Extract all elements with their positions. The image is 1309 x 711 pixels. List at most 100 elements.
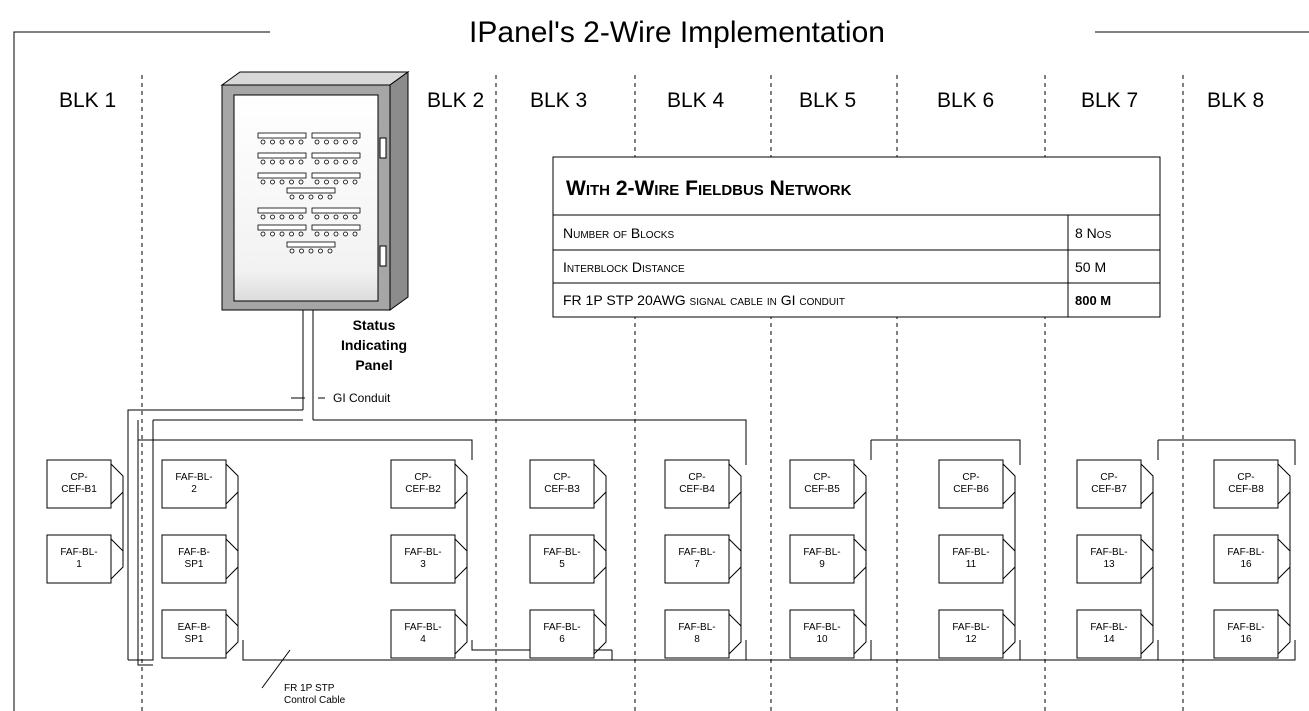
device-label: 8 bbox=[694, 634, 700, 645]
device-label: CP- bbox=[1100, 472, 1117, 483]
panel-name-line: Indicating bbox=[341, 337, 407, 353]
device-label: 3 bbox=[420, 559, 426, 570]
field-device: FAF-BL-16 bbox=[1213, 609, 1291, 659]
device-label: FAF-B- bbox=[178, 547, 210, 558]
field-device: FAF-BL-8 bbox=[664, 609, 742, 659]
terminal-strip bbox=[286, 187, 336, 200]
device-box bbox=[1213, 534, 1279, 584]
outer-frame bbox=[13, 31, 1309, 711]
device-label: FAF-BL- bbox=[1090, 547, 1127, 558]
terminal-strip bbox=[257, 132, 307, 145]
field-device: FAF-BL-7 bbox=[664, 534, 742, 584]
device-label: FAF-BL- bbox=[404, 547, 441, 558]
panel-name-line: Status bbox=[353, 317, 396, 333]
device-box bbox=[1076, 459, 1142, 509]
device-box bbox=[161, 459, 227, 509]
device-label: 4 bbox=[420, 634, 426, 645]
wiring bbox=[127, 310, 1296, 689]
status-indicating-panel bbox=[220, 71, 410, 311]
device-label: CEF-B1 bbox=[61, 484, 97, 495]
device-box bbox=[390, 534, 456, 584]
device-label: SP1 bbox=[185, 634, 204, 645]
device-label: 1 bbox=[76, 559, 82, 570]
device-label: CP- bbox=[1237, 472, 1254, 483]
device-box bbox=[390, 609, 456, 659]
device-label: FAF-BL- bbox=[543, 547, 580, 558]
terminal-strip bbox=[257, 207, 307, 220]
conduit-label: GI Conduit bbox=[333, 391, 391, 405]
device-box bbox=[390, 459, 456, 509]
field-device: FAF-BL-3 bbox=[390, 534, 468, 584]
device-label: 5 bbox=[559, 559, 565, 570]
field-device: FAF-BL-13 bbox=[1076, 534, 1154, 584]
device-box bbox=[46, 459, 112, 509]
block-label: BLK 4 bbox=[667, 89, 725, 112]
device-label: CP- bbox=[414, 472, 431, 483]
field-device: FAF-BL-12 bbox=[938, 609, 1016, 659]
table-row-value: 800 M bbox=[1075, 293, 1111, 308]
field-device: CP-CEF-B4 bbox=[664, 459, 742, 509]
field-device: FAF-BL-2 bbox=[161, 459, 239, 509]
control-cable-label: Control Cable bbox=[284, 695, 346, 706]
device-box bbox=[529, 534, 595, 584]
device-label: FAF-BL- bbox=[1227, 622, 1264, 633]
device-label: 9 bbox=[819, 559, 825, 570]
device-label: CEF-B4 bbox=[679, 484, 715, 495]
field-devices: CP-CEF-B1FAF-BL-1FAF-BL-2FAF-B-SP1EAF-B-… bbox=[46, 459, 1291, 659]
device-label: CP- bbox=[688, 472, 705, 483]
terminal-strip bbox=[286, 241, 336, 254]
device-label: FAF-BL- bbox=[952, 547, 989, 558]
device-label: FAF-BL- bbox=[678, 622, 715, 633]
device-label: CEF-B3 bbox=[544, 484, 580, 495]
device-box bbox=[161, 534, 227, 584]
device-label: EAF-B- bbox=[178, 622, 211, 633]
block-label: BLK 2 bbox=[427, 89, 484, 112]
device-label: FAF-BL- bbox=[678, 547, 715, 558]
field-device: FAF-BL-10 bbox=[789, 609, 867, 659]
diagram-title: IPanel's 2-Wire Implementation bbox=[469, 16, 885, 49]
device-label: CEF-B7 bbox=[1091, 484, 1127, 495]
control-cable-label: FR 1P STP bbox=[284, 683, 335, 694]
panel-name-line: Panel bbox=[355, 357, 392, 373]
device-box bbox=[46, 534, 112, 584]
field-device: FAF-BL-6 bbox=[529, 609, 607, 659]
device-box bbox=[161, 609, 227, 659]
network-info-table: With 2-Wire Fieldbus Network Number of B… bbox=[552, 156, 1161, 318]
block-label: BLK 3 bbox=[530, 89, 587, 112]
terminal-blocks bbox=[257, 132, 361, 254]
field-device: FAF-B-SP1 bbox=[161, 534, 239, 584]
field-device: FAF-BL-1 bbox=[46, 534, 124, 584]
field-device: FAF-BL-4 bbox=[390, 609, 468, 659]
device-label: CP- bbox=[813, 472, 830, 483]
device-box bbox=[664, 609, 730, 659]
block-label: BLK 7 bbox=[1081, 89, 1138, 112]
device-box bbox=[1213, 459, 1279, 509]
device-label: CEF-B8 bbox=[1228, 484, 1264, 495]
field-device: CP-CEF-B8 bbox=[1213, 459, 1291, 509]
device-label: FAF-BL- bbox=[803, 547, 840, 558]
field-device: FAF-BL-14 bbox=[1076, 609, 1154, 659]
device-label: FAF-BL- bbox=[60, 547, 97, 558]
device-label: FAF-BL- bbox=[543, 622, 580, 633]
device-label: FAF-BL- bbox=[952, 622, 989, 633]
terminal-strip bbox=[311, 224, 361, 237]
device-label: 2 bbox=[191, 484, 197, 495]
device-label: 13 bbox=[1103, 559, 1115, 570]
block-label: BLK 6 bbox=[937, 89, 994, 112]
field-device: CP-CEF-B7 bbox=[1076, 459, 1154, 509]
device-label: CP- bbox=[70, 472, 87, 483]
field-device: EAF-B-SP1 bbox=[161, 609, 239, 659]
device-box bbox=[664, 459, 730, 509]
field-device: FAF-BL-9 bbox=[789, 534, 867, 584]
terminal-strip bbox=[257, 172, 307, 185]
field-device: CP-CEF-B5 bbox=[789, 459, 867, 509]
device-label: 12 bbox=[965, 634, 977, 645]
terminal-strip bbox=[311, 152, 361, 165]
device-label: FAF-BL- bbox=[803, 622, 840, 633]
device-box bbox=[1076, 609, 1142, 659]
